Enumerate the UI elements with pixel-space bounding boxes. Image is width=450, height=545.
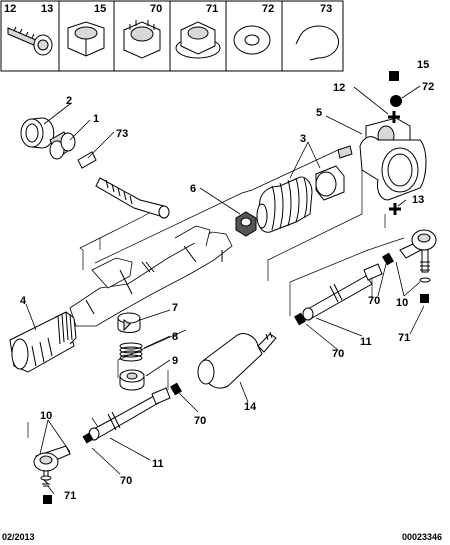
part-70-nut-upper [382,252,394,266]
callout-73: 73 [116,128,128,140]
part-73-clip [77,151,97,169]
flange-nut-icon [175,21,221,59]
callout-11-right: 11 [360,336,372,348]
callout-4: 4 [20,295,27,307]
nut-icon [67,21,105,57]
callout-71-right: 71 [398,332,410,344]
part-6-nut [235,211,257,237]
part-9-plug [119,369,145,391]
part-1-bearing [49,131,76,160]
part-71-nut-left [43,495,52,504]
callout-1: 1 [93,113,99,125]
callout-14: 14 [244,401,257,413]
part-71-nut-right [420,294,429,303]
footer-reference: 00023346 [402,532,442,542]
part-70-nut-center [170,382,182,396]
leader-lines [25,85,425,495]
part-72-circle [390,95,402,107]
part-12-cross [388,111,400,123]
callout-71-left: 71 [64,490,76,502]
part-10-ball-joint-left [33,445,71,487]
header-label-15: 15 [94,3,106,15]
part-70-nut-left [82,432,94,444]
callout-70-right: 70 [332,348,344,360]
callout-5: 5 [316,107,322,119]
footer-date: 02/2013 [2,532,35,542]
part-8-spring [119,342,143,362]
header-label-12: 12 [4,3,16,15]
callout-10-right: 10 [396,297,408,309]
part-5-clamp [359,117,427,201]
part-3-bellows [256,145,353,233]
callout-7: 7 [172,302,178,314]
callout-70-center: 70 [194,415,206,427]
callout-6: 6 [190,183,196,195]
header-label-71: 71 [206,3,218,15]
callout-10-left: 10 [40,410,52,422]
callout-70-left: 70 [120,475,132,487]
part-7-plunger [117,312,141,333]
part-14-boot [197,331,277,389]
callout-70-upper: 70 [368,295,380,307]
washer-icon [233,25,271,55]
circlip-icon [295,25,340,61]
part-10-ball-joint-right [399,229,437,283]
callout-9: 9 [172,355,178,367]
callout-8: 8 [172,331,178,343]
header-label-13: 13 [41,3,53,15]
header-label-70: 70 [150,3,162,15]
header-label-73: 73 [320,3,332,15]
pinion-shaft [95,177,170,219]
part-11-tie-rod-right [302,263,383,321]
callout-15: 15 [417,59,429,71]
bolt-icon [7,26,53,56]
header-label-72: 72 [262,3,274,15]
part-4-sleeve [9,311,77,373]
part-2-ring [20,117,55,149]
callout-3: 3 [300,133,306,145]
callout-2: 2 [66,95,72,107]
part-15-square [389,71,399,81]
callout-labels: 2 1 73 3 5 12 15 72 13 6 4 7 8 9 70 14 1… [20,59,434,502]
header-strip: 12 13 15 70 71 72 73 [0,0,344,72]
guide-lines [27,149,405,438]
callout-12: 12 [333,82,345,94]
part-70-nut-right [294,312,306,326]
callout-72: 72 [422,81,434,93]
part-11-tie-rod-left [88,387,171,441]
callout-11-left: 11 [152,458,164,470]
castle-nut-icon [123,20,161,59]
part-13-cross [389,203,401,215]
rack-housing-outline [69,225,233,327]
callout-13: 13 [412,194,424,206]
